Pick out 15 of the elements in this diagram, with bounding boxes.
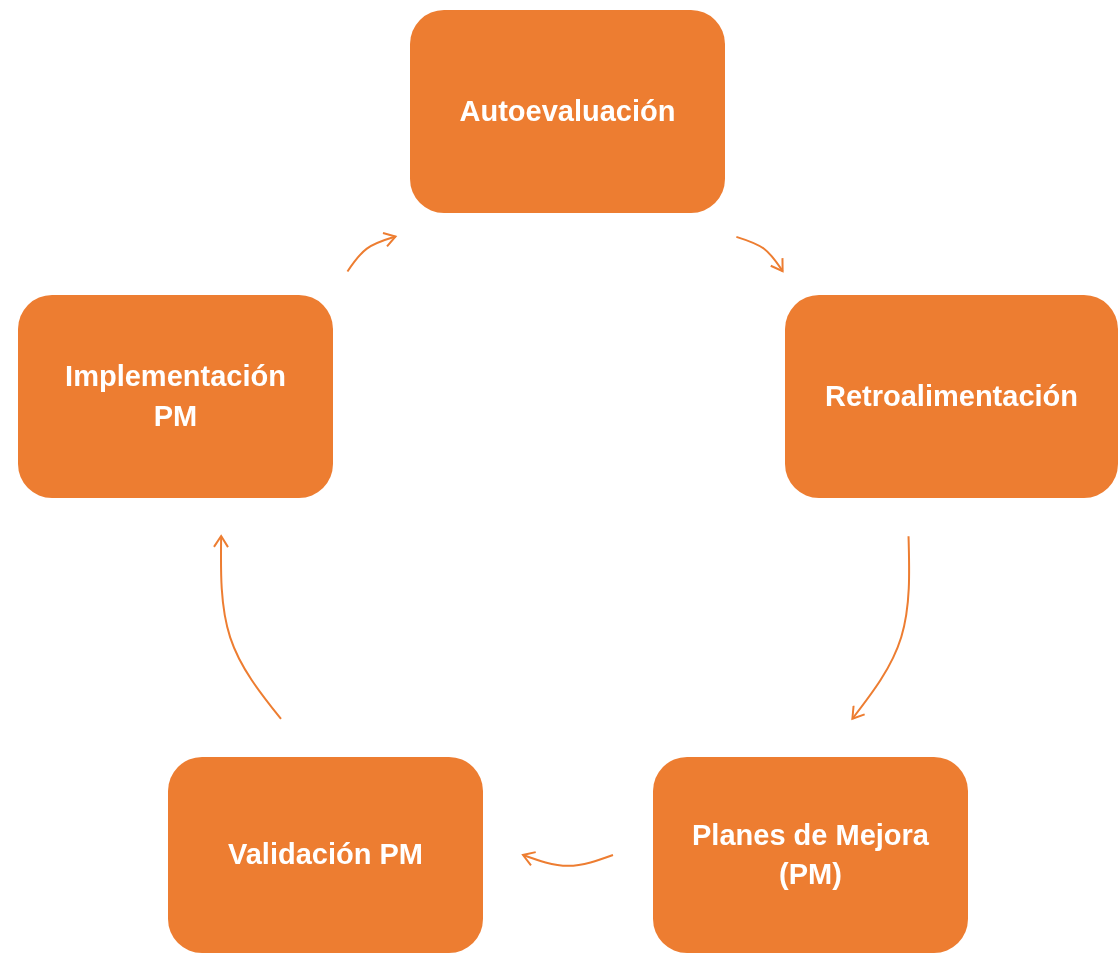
process-box bbox=[168, 757, 483, 953]
box-label: Retroalimentación bbox=[825, 378, 1078, 414]
process-box bbox=[785, 295, 1118, 498]
box-label: Autoevaluación bbox=[459, 93, 676, 129]
box-label: Implementación PM bbox=[64, 359, 287, 434]
process-box bbox=[653, 757, 968, 953]
box-label: Validación PM bbox=[228, 837, 423, 873]
arrow bbox=[851, 535, 911, 720]
process-box bbox=[410, 10, 725, 213]
arrow bbox=[522, 851, 614, 867]
process-box bbox=[18, 295, 333, 498]
arrow bbox=[735, 235, 784, 273]
box-label: Planes de Mejora (PM) bbox=[691, 817, 930, 892]
arrow bbox=[213, 535, 282, 720]
arrow bbox=[346, 232, 397, 273]
